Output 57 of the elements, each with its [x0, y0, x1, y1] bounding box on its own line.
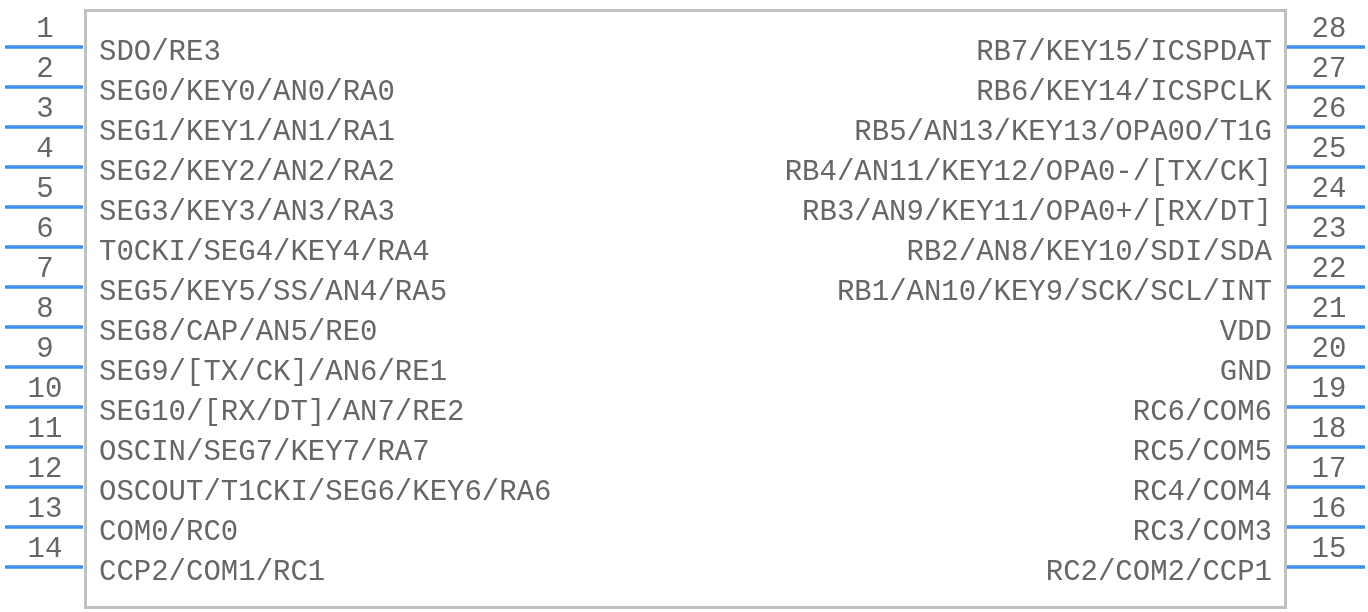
pin-number: 10 [26, 375, 64, 405]
pin-number: 20 [1310, 335, 1348, 365]
pin-number: 8 [35, 295, 55, 325]
pin-number: 22 [1310, 255, 1348, 285]
pin-number: 13 [26, 495, 64, 525]
pin-number: 11 [26, 415, 64, 445]
pin-name: OSCIN/SEG7/KEY7/RA7 [99, 438, 430, 468]
pin-number: 14 [26, 535, 64, 565]
pin-name: SEG0/KEY0/AN0/RA0 [99, 78, 395, 108]
pin-number: 4 [35, 135, 55, 165]
pin-name: SEG9/[TX/CK]/AN6/RE1 [99, 358, 448, 388]
pin-number: 21 [1310, 295, 1348, 325]
pin-name: OSCOUT/T1CKI/SEG6/KEY6/RA6 [99, 478, 552, 508]
pin-number: 12 [26, 455, 64, 485]
pin-number: 19 [1310, 375, 1348, 405]
pin-number: 16 [1310, 495, 1348, 525]
pin-name: RC5/COM5 [1132, 438, 1272, 468]
pin-name: VDD [1219, 318, 1272, 348]
pin-number: 23 [1310, 215, 1348, 245]
pin-number: 7 [35, 255, 55, 285]
pin-name: SEG10/[RX/DT]/AN7/RE2 [99, 398, 465, 428]
pin-number: 15 [1310, 535, 1348, 565]
pin-name: RB3/AN9/KEY11/OPA0+/[RX/DT] [802, 198, 1272, 228]
pin-name: GND [1219, 358, 1272, 388]
pin-number: 24 [1310, 175, 1348, 205]
pin-name: SEG5/KEY5/SS/AN4/RA5 [99, 278, 448, 308]
pin-name: RB6/KEY14/ICSPCLK [976, 78, 1272, 108]
pin-number: 9 [35, 335, 55, 365]
pin-name: SEG1/KEY1/AN1/RA1 [99, 118, 395, 148]
pin-name: SEG3/KEY3/AN3/RA3 [99, 198, 395, 228]
pin-name: SEG2/KEY2/AN2/RA2 [99, 158, 395, 188]
pin-number: 27 [1310, 55, 1348, 85]
pin-name: RC2/COM2/CCP1 [1045, 558, 1272, 588]
pin-number: 5 [35, 175, 55, 205]
pin-name: SDO/RE3 [99, 38, 221, 68]
pin-number: 25 [1310, 135, 1348, 165]
pin-name: RB5/AN13/KEY13/OPA0O/T1G [854, 118, 1272, 148]
pin-name: CCP2/COM1/RC1 [99, 558, 326, 588]
pin-name: SEG8/CAP/AN5/RE0 [99, 318, 378, 348]
pin-number: 17 [1310, 455, 1348, 485]
pin-number: 18 [1310, 415, 1348, 445]
pin-number: 26 [1310, 95, 1348, 125]
pin-number: 6 [35, 215, 55, 245]
pin-name: COM0/RC0 [99, 518, 239, 548]
pin-number: 2 [35, 55, 55, 85]
pin-name: RC6/COM6 [1132, 398, 1272, 428]
chip-body [84, 9, 1287, 609]
pin-name: RB1/AN10/KEY9/SCK/SCL/INT [836, 278, 1272, 308]
pin-name: T0CKI/SEG4/KEY4/RA4 [99, 238, 430, 268]
pin-number: 3 [35, 95, 55, 125]
pin-name: RB2/AN8/KEY10/SDI/SDA [906, 238, 1272, 268]
pin-name: RC4/COM4 [1132, 478, 1272, 508]
pin-name: RB4/AN11/KEY12/OPA0-/[TX/CK] [784, 158, 1272, 188]
pin-number: 28 [1310, 15, 1348, 45]
pin-number: 1 [35, 15, 55, 45]
pin-name: RC3/COM3 [1132, 518, 1272, 548]
pin-name: RB7/KEY15/ICSPDAT [976, 38, 1272, 68]
